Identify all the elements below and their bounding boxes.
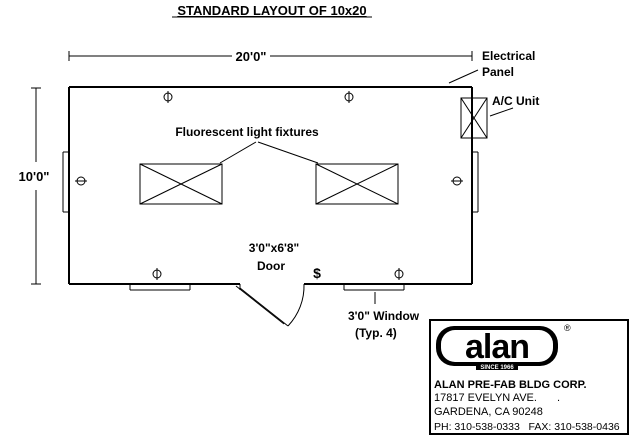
outlet-bottom-left — [152, 268, 162, 280]
logo-registered: ® — [564, 323, 571, 333]
company-name: ALAN PRE-FAB BLDG CORP. — [434, 379, 587, 391]
switch-symbol: $ — [313, 265, 321, 281]
window-bottom-left — [129, 283, 191, 291]
company-address1-dot: . — [557, 392, 560, 404]
window-right-wall — [471, 151, 479, 213]
door-size-label: 3'0"x6'8" — [249, 241, 299, 255]
width-label: 20'0" — [236, 49, 267, 64]
company-contact: PH: 310-538-0333 FAX: 310-538-0436 — [434, 421, 620, 433]
light-fixture-left — [139, 163, 223, 205]
outlet-top-left — [163, 91, 173, 103]
logo-since: SINCE 1966 — [480, 365, 514, 371]
light-fixture-right — [315, 163, 399, 205]
outlet-bottom-right — [394, 268, 404, 280]
window-note-label: (Typ. 4) — [355, 326, 397, 340]
height-dimension: 10'0" — [19, 87, 50, 285]
outlet-right — [451, 176, 463, 186]
page-title: STANDARD LAYOUT OF 10x20 — [177, 3, 366, 18]
electrical-panel-leader — [448, 69, 479, 84]
electrical-panel-label-line1: Electrical — [482, 49, 535, 63]
ac-unit-leader — [489, 107, 514, 117]
outlet-top-right — [344, 91, 354, 103]
door-label: Door — [257, 259, 285, 273]
window-bottom-right — [343, 283, 405, 291]
outlet-left — [75, 176, 87, 186]
electrical-panel-label-line2: Panel — [482, 65, 514, 79]
width-dimension: 20'0" — [68, 49, 473, 64]
company-address1: 17817 EVELYN AVE. — [434, 392, 537, 404]
company-logo: alan SINCE 1966 ® — [436, 323, 571, 371]
window-left-wall — [62, 151, 70, 213]
fluorescent-leaders — [219, 141, 319, 164]
company-title-block: alan SINCE 1966 ® ALAN PRE-FAB BLDG CORP… — [429, 319, 629, 435]
ac-unit-symbol — [460, 97, 488, 139]
window-size-label: 3'0" Window — [348, 309, 420, 323]
company-address2: GARDENA, CA 90248 — [434, 406, 543, 418]
logo-text: alan — [465, 328, 529, 366]
height-label: 10'0" — [19, 169, 50, 184]
door-symbol — [235, 283, 305, 327]
fluorescent-label: Fluorescent light fixtures — [175, 125, 319, 139]
ac-unit-label: A/C Unit — [492, 94, 539, 108]
